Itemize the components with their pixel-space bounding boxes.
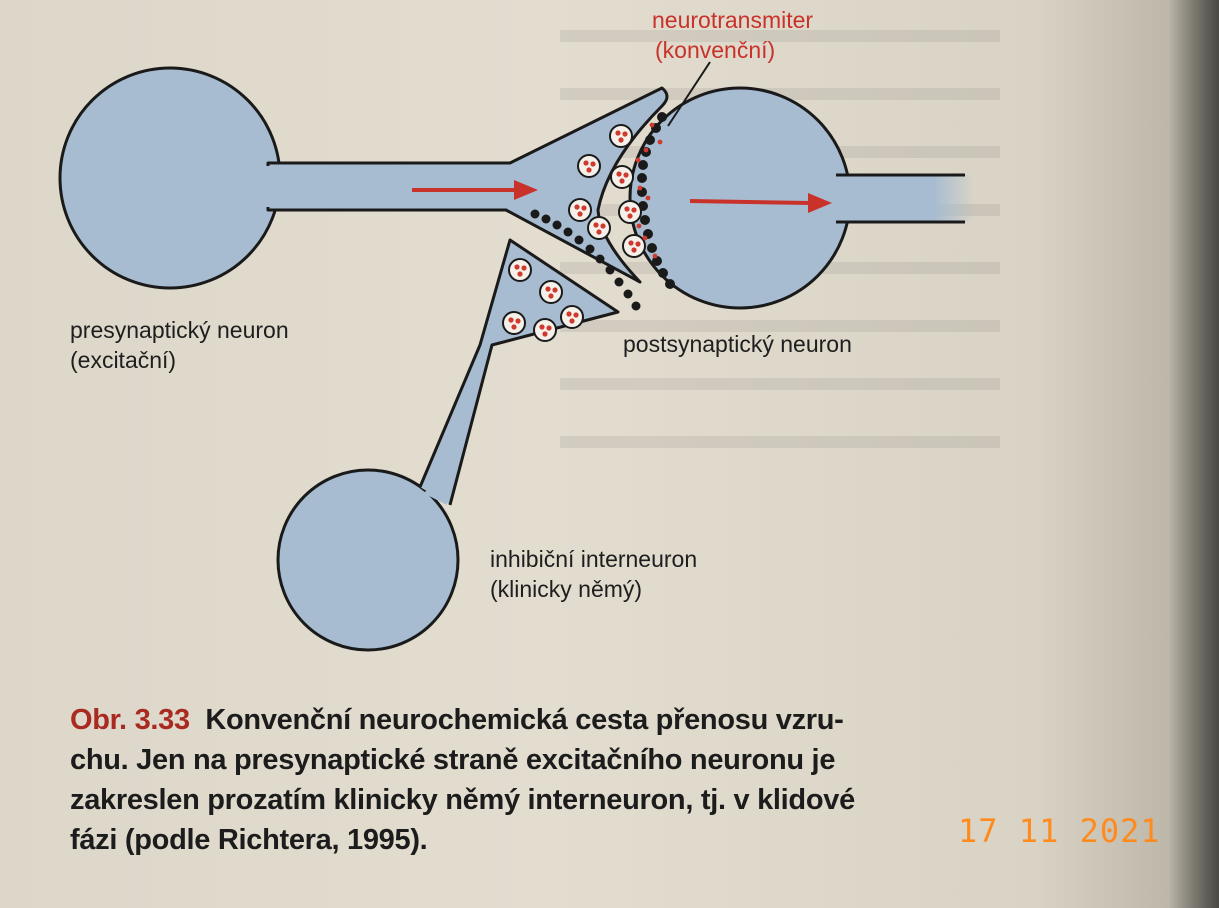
neurotransmitter-label-line2: (konvenční)	[655, 36, 775, 65]
presynaptic-label-line1: presynaptický neuron	[70, 316, 289, 345]
neurotransmitter-label-line1: neurotransmiter	[652, 6, 813, 35]
book-spine-shadow	[1168, 0, 1219, 908]
postsynaptic-neuron	[630, 88, 975, 308]
presynaptic-label-line2: (excitační)	[70, 346, 176, 375]
postsynaptic-label: postsynaptický neuron	[623, 330, 852, 359]
caption-line-1: Konvenční neurochemická cesta přenosu vz…	[205, 704, 843, 736]
caption-line-2: chu. Jen na presynaptické straně excitač…	[70, 740, 970, 780]
interneuron-label-line1: inhibiční interneuron	[490, 545, 697, 574]
camera-date-stamp: 17 11 2021	[958, 812, 1161, 850]
interneuron-label-line2: (klinicky němý)	[490, 575, 642, 604]
caption-line-3: zakreslen prozatím klinicky němý interne…	[70, 780, 970, 820]
figure-number: Obr. 3.33	[70, 704, 190, 736]
figure-caption: Obr. 3.33 Konvenční neurochemická cesta …	[70, 700, 970, 860]
presynaptic-neuron	[60, 68, 667, 288]
caption-line-4: fázi (podle Richtera, 1995).	[70, 820, 970, 860]
